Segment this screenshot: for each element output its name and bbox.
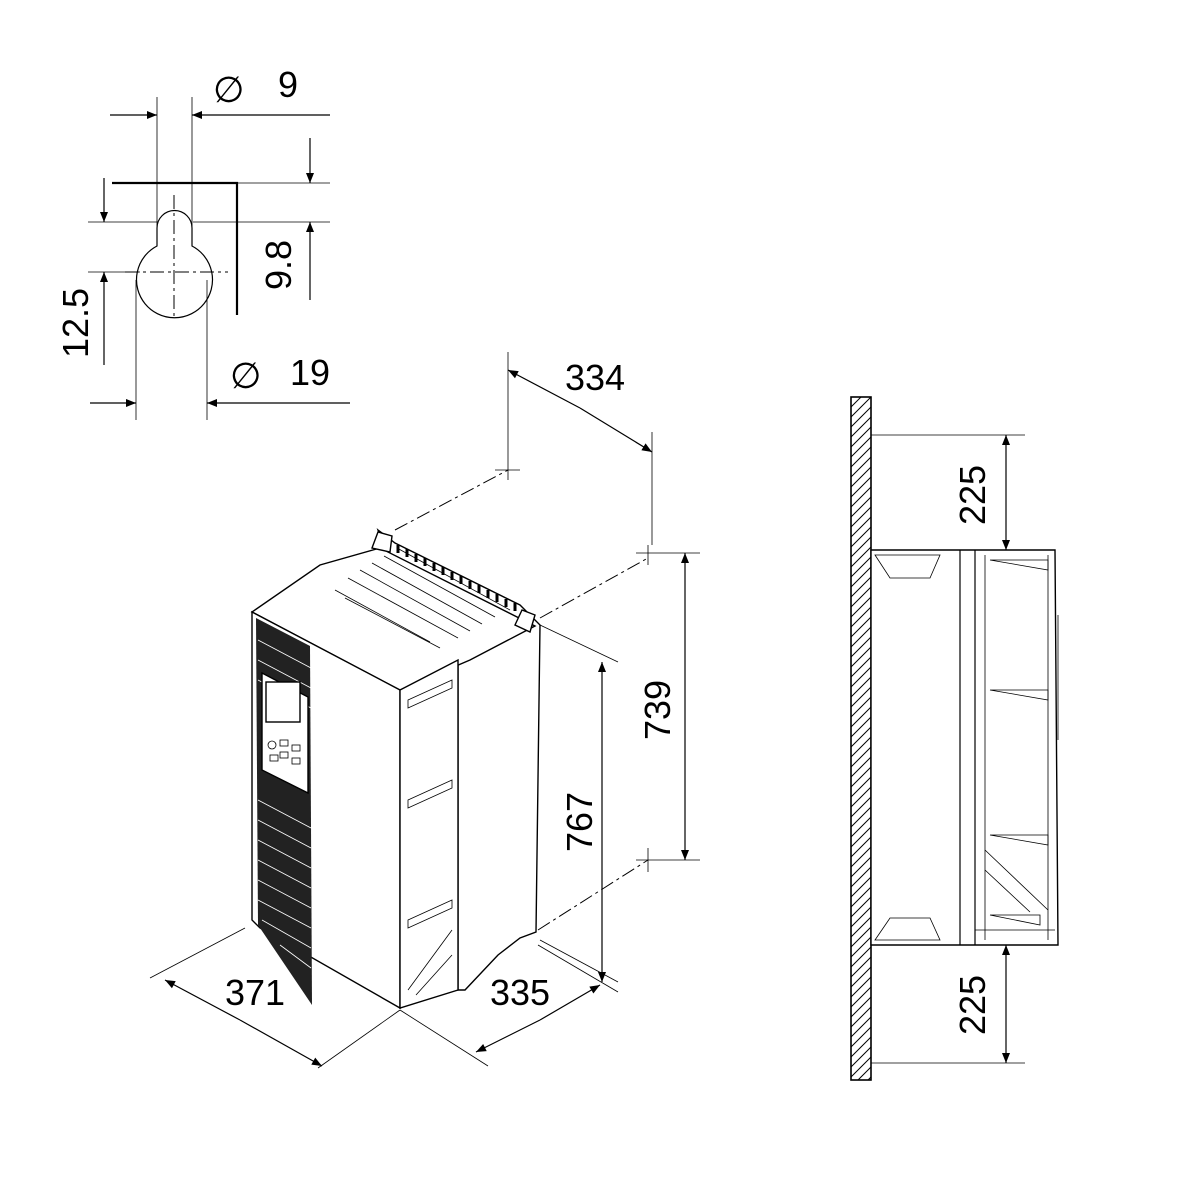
side-view: 225 225 (850, 396, 1059, 1081)
center-offset-label: 12.5 (55, 288, 96, 358)
width-label: 371 (225, 972, 285, 1013)
isometric-view: 334 739 767 371 335 (149, 352, 700, 1069)
hole-diameter-dim: ∅ 9 (213, 64, 298, 111)
diameter-symbol: ∅ (230, 356, 261, 397)
hole-diameter-label: 9 (278, 64, 298, 105)
clearance-bottom-label: 225 (952, 975, 993, 1035)
depth-bottom-label: 335 (490, 972, 550, 1013)
clearance-top-label: 225 (952, 465, 993, 525)
keyhole-shape (135, 209, 214, 319)
depth-top-label: 334 (565, 357, 625, 398)
keyhole-detail: ∅ 9 9.8 12.5 ∅ 19 (55, 64, 350, 420)
slot-height-label: 9.8 (258, 240, 299, 290)
hole-spacing-label: 739 (637, 680, 678, 740)
device-profile (870, 549, 1059, 946)
head-diameter-label: 19 (290, 352, 330, 393)
diameter-symbol: ∅ (213, 70, 244, 111)
side-face (399, 658, 459, 1009)
head-diameter-dim: ∅ 19 (230, 352, 330, 397)
height-label: 767 (559, 792, 600, 852)
mounting-wall (850, 396, 872, 1081)
heatsink-fins (334, 545, 517, 649)
